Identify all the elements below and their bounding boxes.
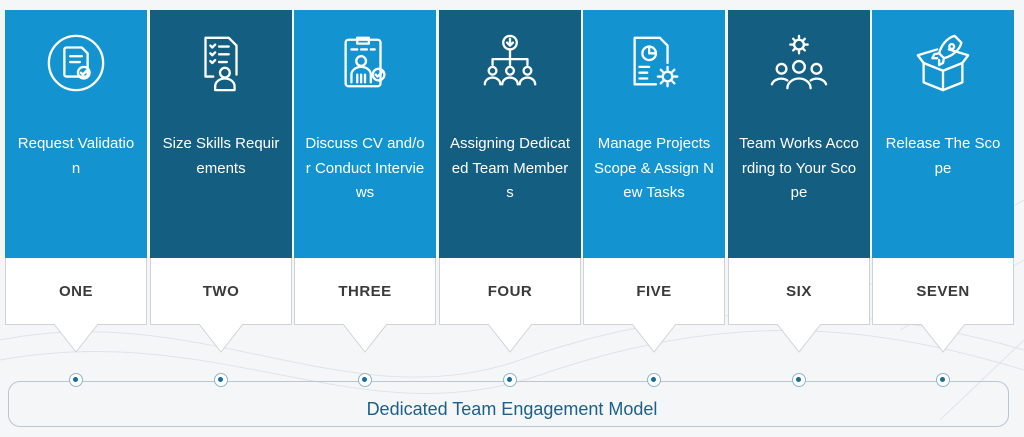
step-number-box: FIVE [583, 258, 725, 325]
timeline-dot-three [358, 373, 372, 387]
step-number: ONE [58, 282, 93, 300]
step-title: Manage Projects Scope & Assign New Tasks [593, 135, 715, 201]
step-number-box: SIX [728, 258, 870, 325]
step-pointer [199, 323, 243, 353]
checklist-person-icon [190, 32, 252, 94]
timeline-dot-seven [936, 373, 950, 387]
timeline-dot-four [503, 373, 517, 387]
step-pointer [632, 323, 676, 353]
timeline-dot-five [647, 373, 661, 387]
step-header: Size Skills Requirements [150, 10, 292, 258]
clipboard-candidate-icon [334, 32, 396, 94]
step-number-box: THREE [294, 258, 436, 325]
step-card-five: Manage Projects Scope & Assign New Tasks… [583, 10, 725, 353]
step-number-box: FOUR [439, 258, 581, 325]
step-title: Assigning Dedicated Team Members [449, 135, 571, 201]
step-number-box: TWO [150, 258, 292, 325]
step-number: SIX [786, 282, 812, 300]
step-header: Team Works According to Your Scope [728, 10, 870, 258]
step-header: Release The Scope [872, 10, 1014, 258]
step-title: Request Validation [17, 135, 135, 177]
step-title: Size Skills Requirements [162, 135, 280, 177]
step-pointer [777, 323, 821, 353]
rocket-box-icon [912, 32, 974, 94]
timeline-dot-two [214, 373, 228, 387]
step-title: Discuss CV and/or Conduct Interviews [305, 135, 425, 201]
team-hierarchy-icon [479, 32, 541, 94]
step-header: Discuss CV and/or Conduct Interviews [294, 10, 436, 258]
timeline-dot-six [792, 373, 806, 387]
team-gear-icon [768, 32, 830, 94]
step-header: Assigning Dedicated Team Members [439, 10, 581, 258]
diagram-title: Dedicated Team Engagement Model [366, 399, 658, 419]
step-number: FIVE [636, 282, 672, 300]
document-check-icon [45, 32, 107, 94]
project-gear-icon [623, 32, 685, 94]
step-title: Team Works According to Your Scope [739, 135, 859, 201]
step-number: FOUR [487, 282, 533, 300]
step-header: Request Validation [5, 10, 147, 258]
timeline-dot-one [69, 373, 83, 387]
step-title: Release The Scope [885, 135, 1001, 177]
step-number: THREE [338, 282, 392, 300]
step-pointer [54, 323, 98, 353]
step-pointer [921, 323, 965, 353]
step-number-box: SEVEN [872, 258, 1014, 325]
step-pointer [488, 323, 532, 353]
step-number: TWO [202, 282, 240, 300]
step-pointer [343, 323, 387, 353]
step-number: SEVEN [916, 282, 970, 300]
step-number-box: ONE [5, 258, 147, 325]
step-header: Manage Projects Scope & Assign New Tasks [583, 10, 725, 258]
